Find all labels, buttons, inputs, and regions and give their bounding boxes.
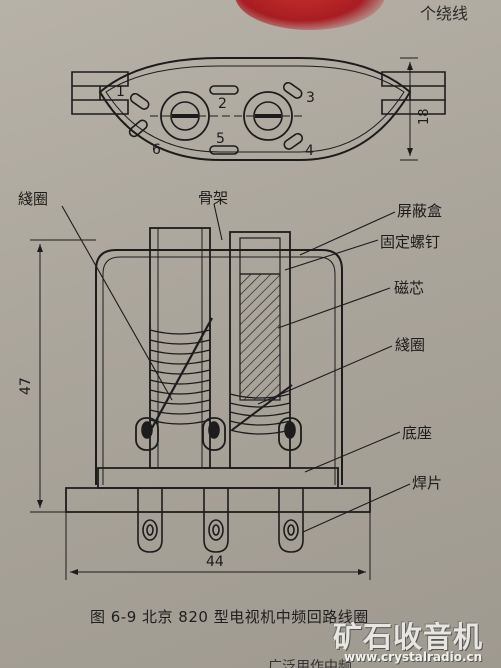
pin-number: 3 (306, 90, 315, 106)
figure-caption: 图 6-9 北京 820 型电视机中频回路线圈 (90, 608, 369, 626)
label-solder-lug: 焊片 (412, 474, 442, 492)
label-fixing-screw: 固定螺钉 (380, 233, 440, 251)
dimension-18: 18 (417, 108, 432, 125)
corner-text: 个绕线 (420, 4, 469, 23)
pin-number: 2 (218, 96, 227, 112)
label-base: 底座 (402, 424, 432, 442)
pin-number: 1 (116, 84, 125, 100)
watermark-logo: 矿石收音机 (333, 620, 484, 654)
dimension-47: 47 (18, 377, 34, 395)
side-view (30, 203, 411, 580)
pin-number: 4 (305, 143, 314, 159)
body-text-fragment: 广泛用作中频... (268, 659, 366, 668)
label-coil-left: 綫圈 (18, 190, 48, 208)
pin-number: 6 (152, 142, 161, 158)
watermark-url: www.crystalradio.cn (344, 650, 483, 664)
dimension-44: 44 (206, 554, 224, 570)
label-core: 磁芯 (394, 279, 424, 297)
label-shield-can: 屏蔽盒 (397, 202, 442, 220)
label-coil-right: 綫圈 (395, 336, 425, 354)
top-view (71, 57, 446, 161)
label-bobbin: 骨架 (198, 189, 228, 207)
pin-number: 5 (216, 131, 225, 147)
